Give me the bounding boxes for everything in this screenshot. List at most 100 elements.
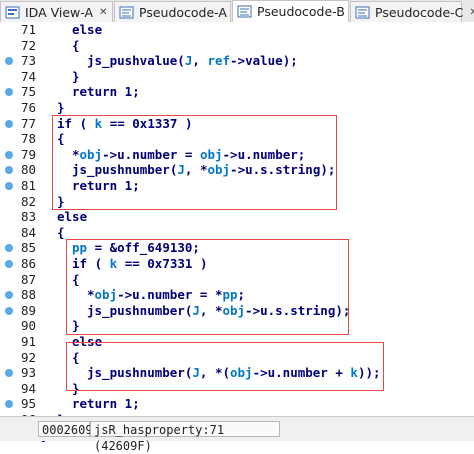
code-line[interactable]: 92{: [0, 350, 474, 366]
highlight-box-0x7331: [66, 239, 349, 335]
code-token: {: [72, 349, 80, 365]
identifier-token[interactable]: J: [184, 53, 193, 69]
identifier-token[interactable]: J: [192, 365, 200, 381]
breakpoint-marker-icon[interactable]: [5, 150, 13, 159]
identifier-token[interactable]: obj: [222, 302, 246, 318]
code-token: else: [72, 22, 103, 37]
code-line[interactable]: 90}: [0, 318, 474, 334]
identifier-token[interactable]: k: [94, 115, 103, 131]
code-text: js_pushvalue(J, ref->value);: [87, 53, 298, 69]
line-number: 85: [20, 240, 36, 256]
tab-ida-view-a[interactable]: IDA View-A ✕: [0, 1, 113, 22]
code-text: }: [57, 194, 65, 210]
identifier-token[interactable]: obj: [199, 146, 223, 162]
code-line[interactable]: 82}: [0, 194, 474, 210]
identifier-token[interactable]: J: [177, 162, 185, 178]
breakpoint-marker-icon[interactable]: [5, 88, 13, 97]
breakpoint-marker-icon[interactable]: [5, 260, 13, 268]
code-line[interactable]: 78 {: [0, 131, 474, 147]
code-text: {: [72, 350, 80, 366]
status-address: 0002609F: [38, 421, 100, 437]
breakpoint-marker-icon[interactable]: [5, 57, 13, 66]
identifier-token[interactable]: k: [350, 365, 358, 381]
line-number: 77: [20, 115, 36, 131]
code-token: js_pushnumber(: [87, 365, 193, 381]
breakpoint-marker-icon[interactable]: [5, 369, 13, 378]
identifier-token[interactable]: J: [192, 302, 200, 318]
tab-pseudocode-c[interactable]: Pseudocode-C✕: [350, 1, 474, 22]
identifier-token[interactable]: pp: [72, 240, 88, 256]
code-token: else: [57, 209, 88, 225]
code-text: {: [72, 38, 80, 54]
line-number-gutter: [0, 22, 38, 416]
code-text: if ( k == 0x1337 ): [57, 116, 192, 132]
identifier-token[interactable]: obj: [79, 146, 103, 162]
code-token: , *(: [199, 365, 230, 381]
tab-pseudocode-a[interactable]: Pseudocode-A✕: [114, 1, 241, 22]
code-line[interactable]: 74}: [0, 69, 474, 85]
code-line[interactable]: 88*obj->u.number = *pp;: [0, 287, 474, 303]
code-token: {: [57, 131, 65, 147]
code-text: else: [72, 334, 102, 350]
identifier-token[interactable]: obj: [94, 287, 118, 303]
code-text: js_pushnumber(J, *obj->u.s.string);: [72, 162, 335, 178]
highlight-box-else: [66, 342, 384, 391]
code-line[interactable]: 84{: [0, 225, 474, 241]
code-line[interactable]: 77 if ( k == 0x1337 ): [0, 116, 474, 132]
identifier-token[interactable]: ref: [207, 53, 231, 69]
code-token: ->u.number;: [222, 146, 306, 162]
code-text: return 1;: [72, 84, 140, 100]
breakpoint-marker-icon[interactable]: [5, 166, 13, 175]
code-token: ));: [357, 365, 381, 381]
close-icon[interactable]: ✕: [469, 6, 474, 18]
line-number: 78: [20, 131, 36, 147]
code-line[interactable]: 76}: [0, 100, 474, 116]
code-token: == 0x1337 ): [102, 115, 193, 131]
breakpoint-marker-icon[interactable]: [5, 306, 13, 315]
identifier-token[interactable]: k: [109, 256, 118, 271]
identifier-token[interactable]: obj: [207, 162, 231, 178]
breakpoint-marker-icon[interactable]: [5, 244, 13, 253]
code-line[interactable]: 79*obj->u.number = obj->u.number;: [0, 147, 474, 163]
code-token: }: [72, 380, 80, 396]
code-token: *: [87, 287, 95, 303]
code-token: == 0x7331 ): [117, 256, 208, 271]
code-line[interactable]: 87{: [0, 272, 474, 288]
identifier-token[interactable]: obj: [230, 365, 253, 381]
code-line[interactable]: 72 {: [0, 38, 474, 54]
breakpoint-marker-icon[interactable]: [5, 291, 13, 300]
code-token: }: [72, 68, 80, 84]
breakpoint-marker-icon[interactable]: [5, 182, 13, 190]
breakpoint-marker-icon[interactable]: [5, 400, 13, 409]
tab-label: IDA View-A: [25, 4, 94, 20]
tab-bar: IDA View-A ✕ Pseudocode-A✕Pseudocode-B✕Pse…: [0, 0, 474, 23]
close-icon[interactable]: ✕: [99, 6, 108, 18]
code-text: *obj->u.number = *pp;: [87, 287, 245, 303]
breakpoint-marker-icon[interactable]: [5, 119, 13, 128]
code-token: js_pushnumber(: [72, 162, 178, 178]
line-number: 72: [20, 37, 36, 53]
code-token: {: [57, 224, 65, 240]
code-token: , *: [199, 302, 223, 318]
tab-pseudocode-b[interactable]: Pseudocode-B✕: [232, 0, 360, 22]
code-token: {: [72, 37, 80, 53]
code-text: }: [57, 100, 65, 116]
code-token: ->u.number =: [102, 146, 200, 162]
pseudocode-icon: [237, 5, 252, 18]
identifier-token[interactable]: pp: [222, 287, 238, 303]
code-token: ->u.s.string);: [230, 162, 336, 178]
code-line[interactable]: 94}: [0, 381, 474, 397]
